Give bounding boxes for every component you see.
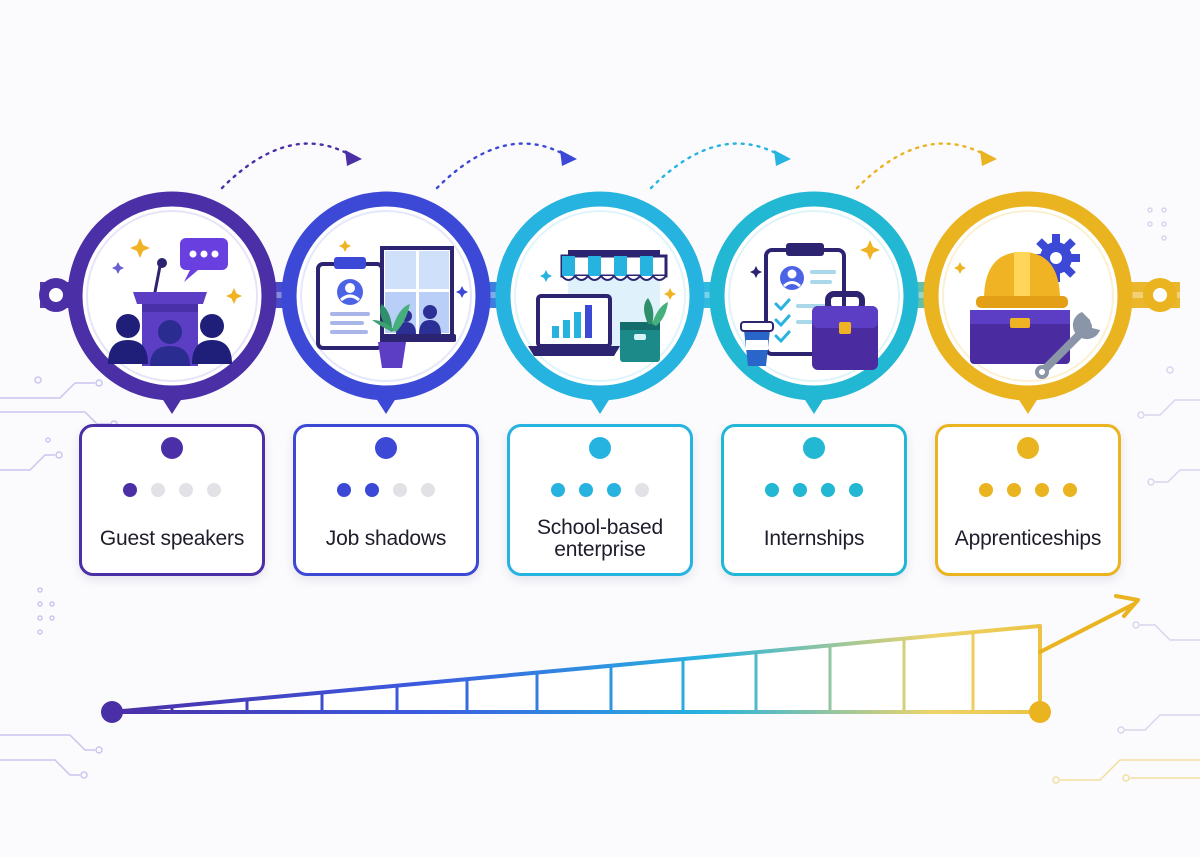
chain-end-tab-left bbox=[39, 278, 73, 312]
card-connector-dot bbox=[803, 437, 825, 459]
stage-label: Guest speakers bbox=[99, 527, 245, 550]
card-connector-dot bbox=[589, 437, 611, 459]
storefront-laptop-icon bbox=[528, 250, 676, 362]
card-connector-dot bbox=[1017, 437, 1039, 459]
arrowhead-4 bbox=[980, 150, 997, 166]
level-indicator bbox=[510, 483, 690, 497]
level-dot-filled bbox=[849, 483, 863, 497]
stage-card-3: School-based enterprise bbox=[507, 424, 693, 576]
ramp-start-dot bbox=[101, 701, 123, 723]
stage-card-5: Apprenticeships bbox=[935, 424, 1121, 576]
progression-arrowheads bbox=[345, 150, 997, 166]
level-indicator bbox=[82, 483, 262, 497]
podium-audience-icon bbox=[108, 238, 242, 366]
progression-ramp bbox=[101, 594, 1140, 723]
circuit-decoration-right bbox=[1117, 207, 1200, 734]
level-dot-filled bbox=[979, 483, 993, 497]
level-dot-filled bbox=[579, 483, 593, 497]
level-dot-filled bbox=[337, 483, 351, 497]
level-indicator bbox=[938, 483, 1118, 497]
ramp-arrowhead-icon bbox=[1114, 594, 1140, 618]
level-dot-filled bbox=[123, 483, 137, 497]
level-dot-filled bbox=[607, 483, 621, 497]
card-connector-dot bbox=[375, 437, 397, 459]
level-dot-filled bbox=[821, 483, 835, 497]
card-connector-dot bbox=[161, 437, 183, 459]
stage-label: Apprenticeships bbox=[954, 527, 1102, 550]
level-dot-empty bbox=[635, 483, 649, 497]
circuit-decoration-bottom-right bbox=[1052, 759, 1200, 784]
arrowhead-2 bbox=[560, 150, 577, 166]
level-dot-filled bbox=[365, 483, 379, 497]
stage-card-2: Job shadows bbox=[293, 424, 479, 576]
level-indicator bbox=[296, 483, 476, 497]
level-dot-empty bbox=[207, 483, 221, 497]
ramp-end-dot bbox=[1029, 701, 1051, 723]
checklist-briefcase-icon bbox=[740, 240, 880, 370]
stage-label: School-based enterprise bbox=[536, 516, 664, 561]
chain-end-tab-right bbox=[1143, 278, 1177, 312]
level-dot-filled bbox=[1063, 483, 1077, 497]
level-dot-filled bbox=[551, 483, 565, 497]
arrowhead-1 bbox=[345, 150, 362, 166]
level-dot-empty bbox=[421, 483, 435, 497]
stage-label: Job shadows bbox=[325, 527, 447, 550]
level-dot-empty bbox=[393, 483, 407, 497]
level-dot-filled bbox=[793, 483, 807, 497]
stage-card-4: Internships bbox=[721, 424, 907, 576]
stage-card-1: Guest speakers bbox=[79, 424, 265, 576]
stage-label: Internships bbox=[763, 527, 865, 550]
level-indicator bbox=[724, 483, 904, 497]
level-dot-empty bbox=[179, 483, 193, 497]
level-dot-filled bbox=[1035, 483, 1049, 497]
level-dot-empty bbox=[151, 483, 165, 497]
clipboard-window-icon bbox=[316, 240, 468, 368]
hardhat-toolbox-icon bbox=[954, 234, 1100, 379]
level-dot-filled bbox=[1007, 483, 1021, 497]
arrowhead-3 bbox=[774, 150, 791, 166]
progression-arrows bbox=[220, 142, 989, 190]
level-dot-filled bbox=[765, 483, 779, 497]
